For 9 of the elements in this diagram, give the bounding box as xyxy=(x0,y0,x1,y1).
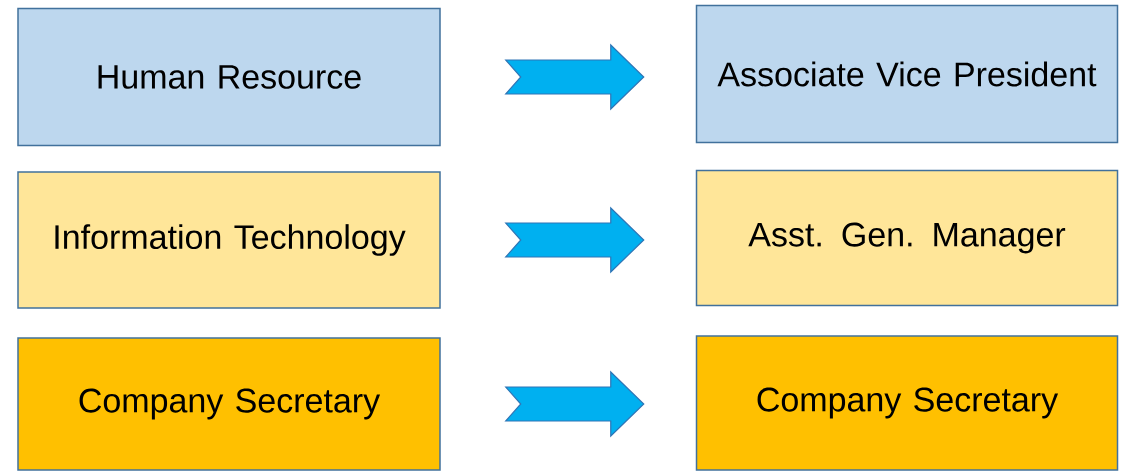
process-box: Associate Vice President xyxy=(695,4,1119,144)
block-arrow xyxy=(504,206,645,274)
process-box: Asst. Gen. Manager xyxy=(695,169,1119,307)
process-box: Company Secretary xyxy=(695,335,1119,471)
process-box: Human Resource xyxy=(17,7,441,147)
process-box: Information Technology xyxy=(17,171,441,309)
process-box: Company Secretary xyxy=(17,337,441,471)
block-arrow xyxy=(504,370,645,438)
block-arrow xyxy=(504,43,645,111)
